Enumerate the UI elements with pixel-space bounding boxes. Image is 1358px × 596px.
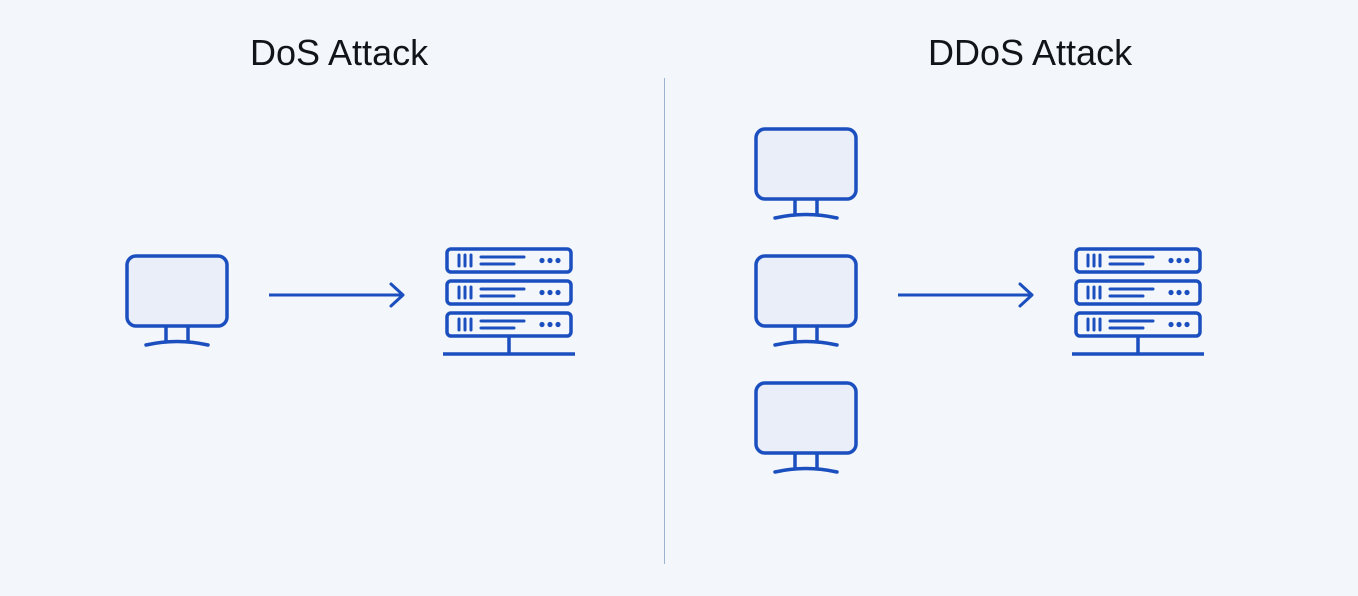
section-divider: [664, 78, 665, 564]
dos-target-server-stack-icon: [442, 246, 578, 358]
ddos-attacker-monitor-icon: [751, 252, 861, 350]
ddos-title: DDoS Attack: [928, 32, 1133, 73]
dos-attacker-monitor-icon: [122, 252, 232, 350]
ddos-target-server-stack-icon: [1071, 246, 1207, 358]
ddos-attacker-monitor-icon: [751, 125, 861, 223]
ddos-arrow-right-icon: [895, 280, 1037, 310]
ddos-attacker-monitor-icon: [751, 379, 861, 477]
dos-title: DoS Attack: [250, 32, 429, 73]
dos-arrow-right-icon: [266, 280, 408, 310]
